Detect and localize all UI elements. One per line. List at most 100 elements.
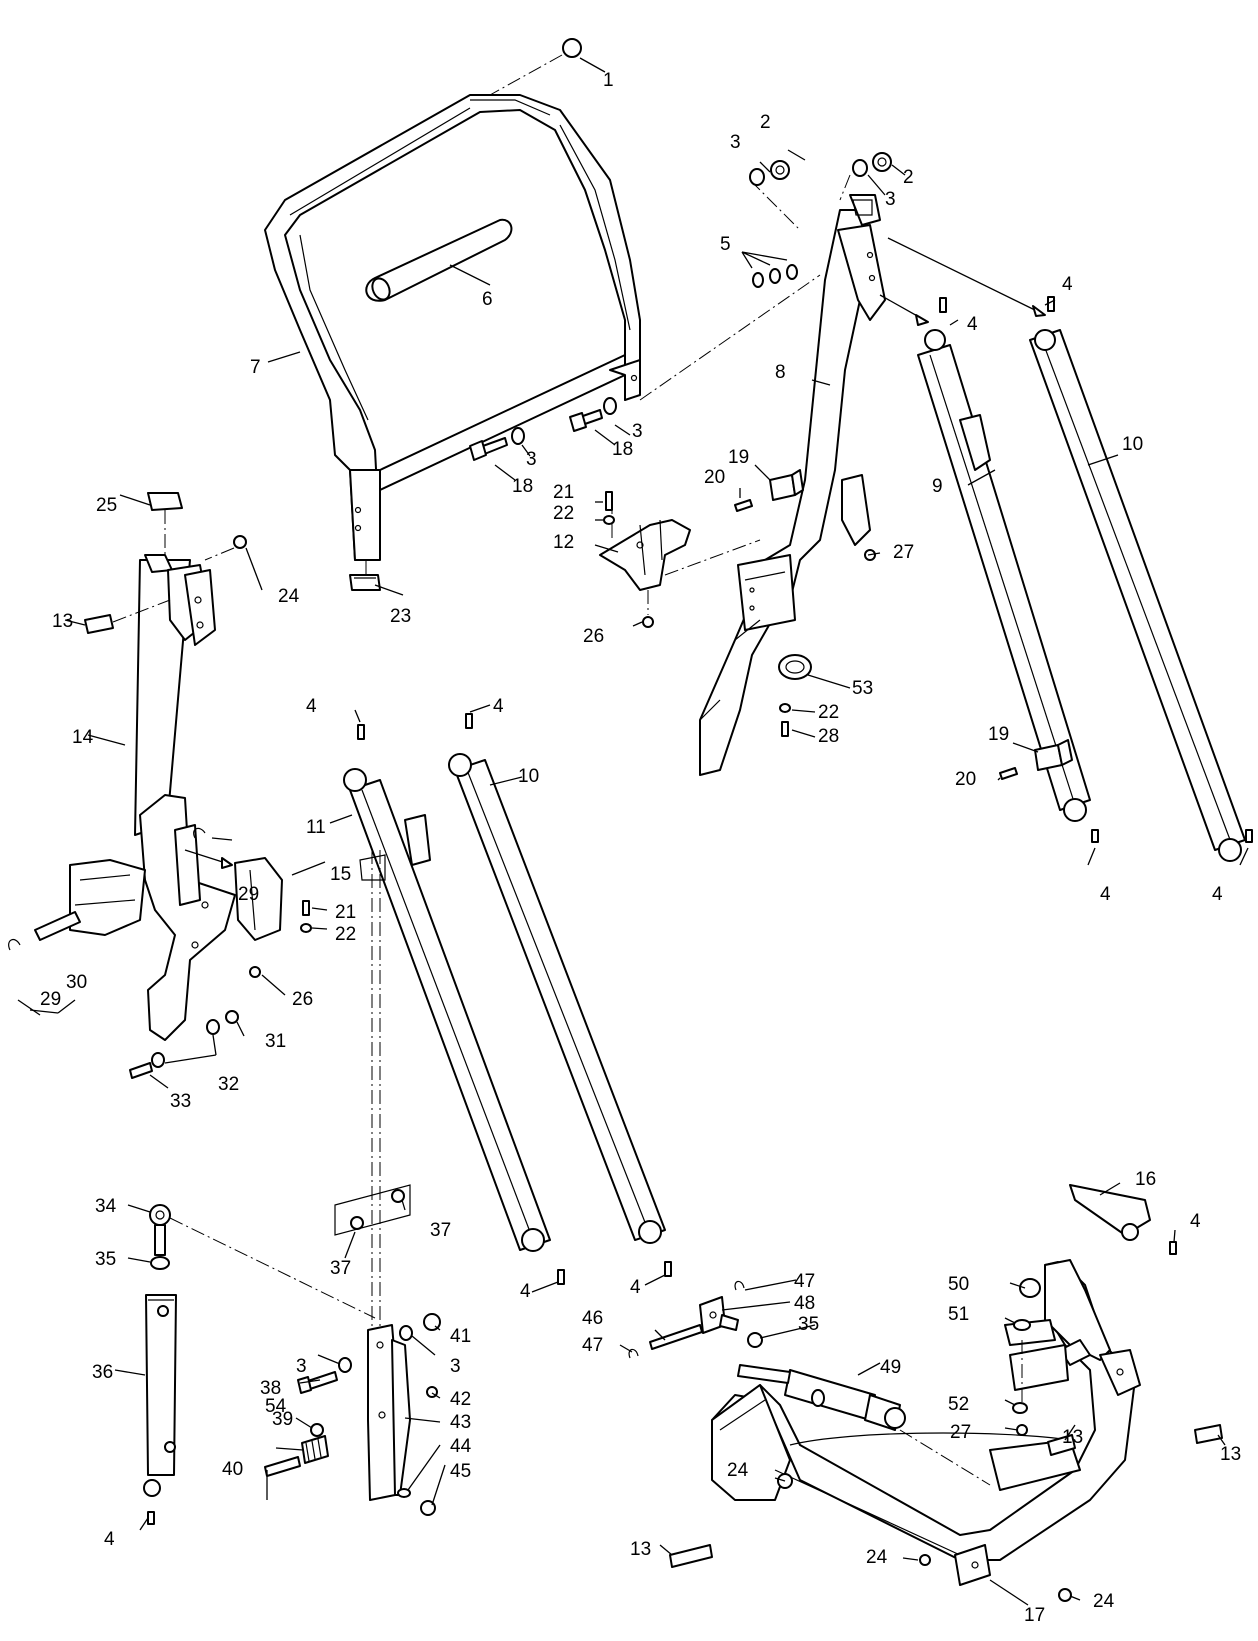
callout-36: 36 [92, 1362, 113, 1383]
callout-28: 28 [818, 726, 839, 747]
callout-5: 5 [720, 234, 731, 255]
callout-47: 47 [794, 1271, 815, 1292]
callout-4: 4 [1212, 884, 1223, 905]
callout-50: 50 [948, 1274, 969, 1295]
callout-9: 9 [932, 476, 943, 497]
callout-3: 3 [526, 449, 537, 470]
bolts-18 [469, 397, 617, 461]
callout-4: 4 [630, 1277, 641, 1298]
callout-24: 24 [278, 586, 300, 607]
right-upright [699, 194, 886, 776]
callout-10: 10 [1122, 434, 1143, 455]
callout-20: 20 [955, 769, 976, 790]
left-upright [69, 554, 236, 1041]
callout-24: 24 [727, 1460, 749, 1481]
callout-53: 53 [852, 678, 873, 699]
callout-26: 26 [583, 626, 604, 647]
link-arm-right-9 [917, 329, 1091, 822]
pin-13-left [84, 614, 114, 634]
callout-34: 34 [95, 1196, 117, 1217]
callout-19: 19 [728, 447, 749, 468]
callout-27: 27 [950, 1422, 971, 1443]
callout-1: 1 [603, 70, 614, 91]
callout-3: 3 [885, 189, 896, 210]
callout-25: 25 [96, 495, 117, 516]
callout-8: 8 [775, 362, 786, 383]
callout-41: 41 [450, 1326, 471, 1347]
callout-47: 47 [582, 1335, 603, 1356]
cap-plug [562, 38, 582, 58]
callout-11: 11 [306, 817, 326, 838]
callout-4: 4 [1100, 884, 1111, 905]
callout-48: 48 [794, 1293, 815, 1314]
callout-37: 37 [430, 1220, 451, 1241]
mount-bracket-12 [599, 519, 691, 591]
callout-31: 31 [265, 1031, 286, 1052]
callout-3: 3 [296, 1356, 307, 1377]
bracket-16 [1069, 1184, 1151, 1241]
callout-18: 18 [512, 476, 533, 497]
callout-15: 15 [330, 864, 351, 885]
callout-4: 4 [967, 314, 978, 335]
callout-16: 16 [1135, 1169, 1156, 1190]
clevis-48 [699, 1296, 763, 1348]
tube-plug [349, 574, 381, 591]
callout-49: 49 [880, 1357, 901, 1378]
callout-3: 3 [730, 132, 741, 153]
callout-19: 19 [988, 724, 1009, 745]
callout-2: 2 [903, 167, 914, 188]
callout-37: 37 [330, 1258, 351, 1279]
callout-2: 2 [760, 112, 771, 133]
leader-lines [17, 57, 1249, 1606]
screw-21 [605, 491, 613, 511]
callout-4: 4 [1190, 1211, 1201, 1232]
callout-24: 24 [1093, 1591, 1115, 1612]
hydraulic-cylinder-49 [737, 1364, 906, 1431]
callout-labels: 1 2 2 3 3 3 3 3 3 4 4 4 4 4 4 4 4 4 4 4 … [40, 70, 1241, 1626]
callout-26: 26 [292, 989, 313, 1010]
callout-14: 14 [72, 727, 94, 748]
callout-7: 7 [250, 357, 261, 378]
callout-24: 24 [866, 1547, 888, 1568]
callout-38: 38 [260, 1378, 281, 1399]
callout-30: 30 [66, 972, 87, 993]
callout-29: 29 [238, 884, 259, 905]
callout-4: 4 [104, 1529, 115, 1550]
link-arm-10-center [448, 753, 666, 1244]
callout-10: 10 [518, 766, 539, 787]
roll-bar-hoop [264, 94, 641, 561]
pin-30 [34, 911, 81, 941]
callout-29: 29 [40, 989, 61, 1010]
grip-tube [365, 218, 513, 302]
main-frame-17 [711, 1259, 1141, 1586]
lever-43 [367, 1324, 411, 1501]
callout-32: 32 [218, 1074, 239, 1095]
callout-6: 6 [482, 289, 493, 310]
clamp-19-lower [999, 739, 1073, 780]
bracket-15 [234, 857, 283, 941]
callout-39: 39 [272, 1409, 293, 1430]
callout-35: 35 [798, 1314, 819, 1335]
callout-45: 45 [450, 1461, 471, 1482]
link-arm-11 [343, 768, 551, 1252]
callout-21: 21 [335, 902, 356, 923]
callout-13: 13 [1220, 1444, 1241, 1465]
callout-13: 13 [1062, 1427, 1083, 1448]
callout-27: 27 [893, 542, 914, 563]
hydraulic-cylinder-36 [143, 1204, 177, 1525]
callout-4: 4 [1062, 274, 1073, 295]
callout-12: 12 [553, 532, 574, 553]
callout-20: 20 [704, 467, 725, 488]
callout-35: 35 [95, 1249, 116, 1270]
callout-21: 21 [553, 482, 574, 503]
callout-42: 42 [450, 1389, 471, 1410]
callout-40: 40 [222, 1459, 243, 1480]
callout-17: 17 [1024, 1605, 1045, 1626]
callout-46: 46 [582, 1308, 603, 1329]
hose-clamp-53 [778, 654, 812, 680]
callout-22: 22 [818, 702, 839, 723]
callout-51: 51 [948, 1304, 969, 1325]
callout-54: 54 [265, 1396, 287, 1417]
